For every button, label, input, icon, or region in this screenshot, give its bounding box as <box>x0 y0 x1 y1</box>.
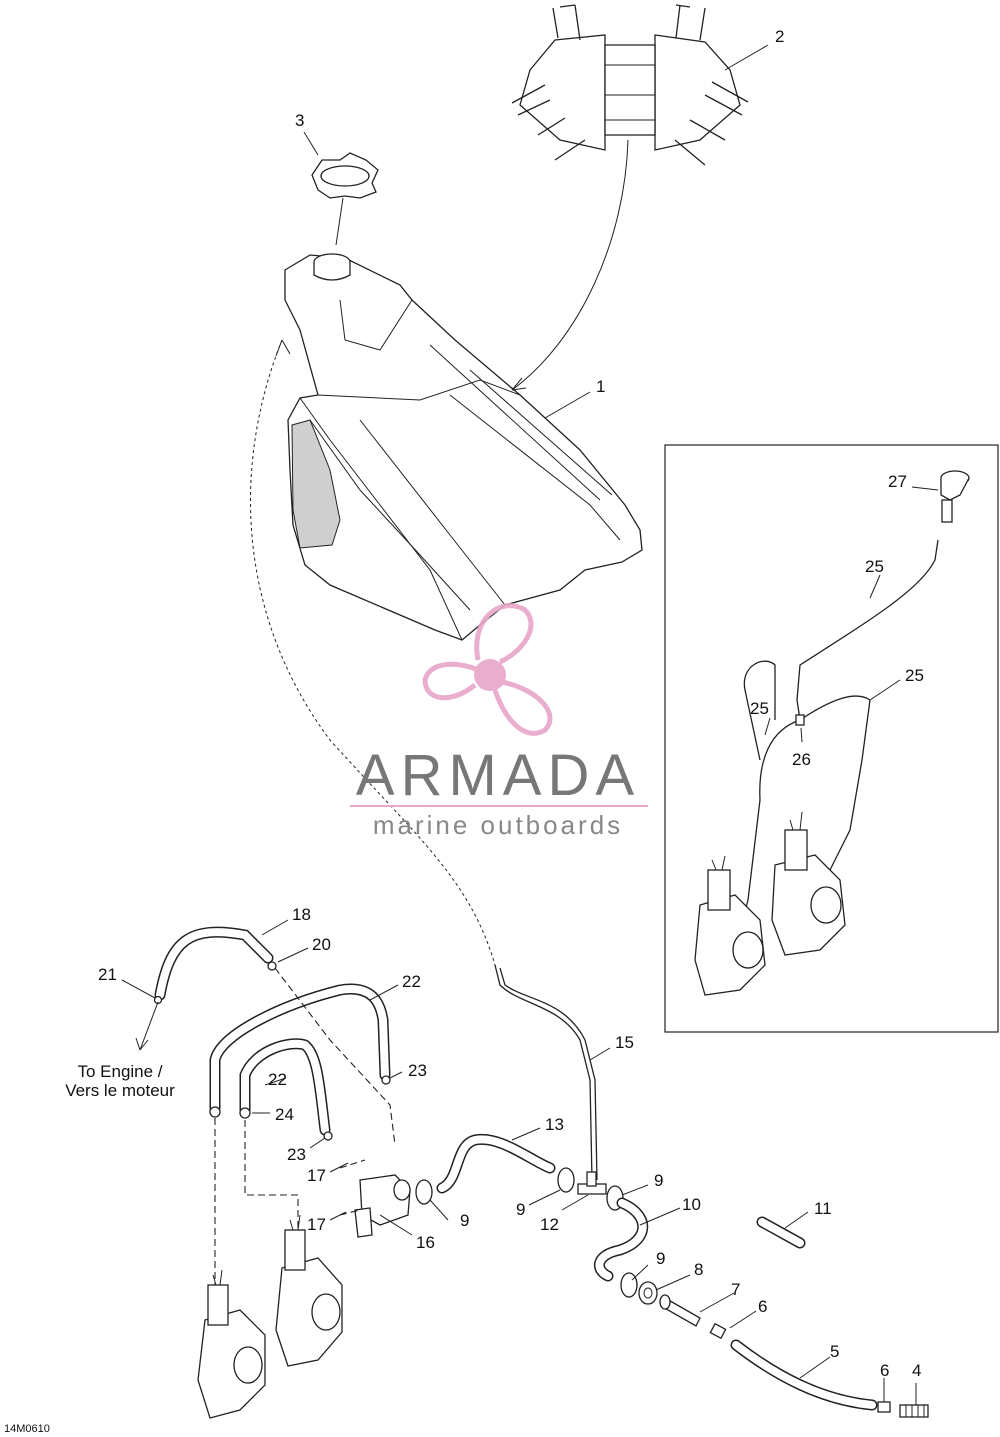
part-9-clamp-pump <box>415 1179 433 1205</box>
callout-25-left: 25 <box>750 699 769 718</box>
callout-23-lower: 23 <box>287 1145 306 1164</box>
part-8-grommet-hole <box>643 1287 653 1299</box>
part-22-hose-inner <box>239 1038 331 1136</box>
part-9-clamp-left <box>557 1167 575 1193</box>
part-16-fuel-pump <box>354 1174 411 1238</box>
to-engine-arrow <box>135 1001 159 1051</box>
part-15-hose-edge <box>499 967 598 1181</box>
callout-2: 2 <box>775 27 784 46</box>
callout-9-pump: 9 <box>460 1211 469 1230</box>
callout-22-inner: 22 <box>268 1070 287 1089</box>
callout-10: 10 <box>682 1195 701 1214</box>
part-20-fitting <box>267 961 277 971</box>
part-11-hose-piece <box>756 1216 806 1249</box>
watermark-tagline: marine outboards <box>373 810 623 840</box>
part-25-vent-tube-left <box>739 719 801 931</box>
callout-25-top: 25 <box>865 557 884 576</box>
part-3-tank-cap <box>311 152 379 246</box>
callout-24: 24 <box>275 1105 294 1124</box>
part-4-fuel-filter <box>899 1404 929 1418</box>
callout-7: 7 <box>731 1280 740 1299</box>
callout-21: 21 <box>98 965 117 984</box>
watermark-brand: ARMADA <box>356 743 640 808</box>
part-24-fitting-right <box>239 1107 251 1119</box>
callout-9-left: 9 <box>516 1200 525 1219</box>
diagram-code: 14M0610 <box>4 1423 50 1435</box>
carburetor-left <box>197 1269 266 1419</box>
part-17-screw-upper <box>339 1159 366 1169</box>
part-6-clamp-upper <box>709 1322 727 1340</box>
part-2-tank-bracket <box>511 4 749 166</box>
callout-6-upper: 6 <box>758 1297 767 1316</box>
callout-16: 16 <box>416 1233 435 1252</box>
inset-carburetor-left <box>694 855 766 996</box>
callout-22-outer: 22 <box>402 972 421 991</box>
bracket-to-tank-arrow <box>511 139 629 391</box>
armada-watermark: ARMADA marine outboards <box>350 603 648 840</box>
callout-9-right: 9 <box>654 1171 663 1190</box>
inset-alternate-routing <box>664 444 999 1033</box>
routing-dash-pump <box>274 967 396 1146</box>
part-24-fitting-left <box>209 1106 221 1118</box>
part-21-fitting <box>153 995 163 1005</box>
part-22-hose-outer <box>209 983 391 1114</box>
propeller-logo <box>422 603 553 736</box>
callout-18: 18 <box>292 905 311 924</box>
callout-20: 20 <box>312 935 331 954</box>
callout-5: 5 <box>830 1342 839 1361</box>
callout-26: 26 <box>792 750 811 769</box>
callout-25-right: 25 <box>905 666 924 685</box>
part-25-vent-tube-loop <box>743 660 776 761</box>
leader-lines <box>121 44 939 1405</box>
callout-11: 11 <box>814 1199 832 1218</box>
part-18-hose <box>154 926 274 1001</box>
part-15-hose <box>494 964 593 1181</box>
callout-23-upper: 23 <box>408 1061 427 1080</box>
part-5-hose <box>730 1339 878 1411</box>
carburetor-right <box>275 1214 343 1367</box>
part-1-fuel-tank <box>284 253 643 641</box>
part-13-hose <box>436 1133 556 1194</box>
callout-4: 4 <box>912 1361 921 1380</box>
callout-8: 8 <box>694 1260 703 1279</box>
callout-6-lower: 6 <box>880 1361 889 1380</box>
part-6-clamp-lower <box>877 1401 891 1413</box>
callout-15: 15 <box>615 1033 634 1052</box>
callout-17-lower: 17 <box>307 1215 326 1234</box>
part-9-clamp-lower <box>620 1272 638 1298</box>
part-23-clamp-lower <box>323 1131 333 1141</box>
inset-carburetor-right <box>771 811 846 956</box>
part-8-grommet <box>638 1281 658 1305</box>
callout-3: 3 <box>295 111 304 130</box>
callout-27: 27 <box>888 472 907 491</box>
part-27-vent-valve <box>940 470 970 523</box>
vent-line-arrowhead <box>275 339 291 357</box>
part-10-hose <box>594 1197 649 1282</box>
part-23-clamp-upper <box>381 1075 391 1085</box>
callout-1: 1 <box>596 377 605 396</box>
callout-17-upper: 17 <box>307 1166 326 1185</box>
callout-12: 12 <box>540 1215 559 1234</box>
bracket-to-tank-arrowhead <box>511 377 527 391</box>
to-engine-note-line1: To Engine / <box>77 1062 162 1081</box>
part-12-tee-fitting <box>577 1171 607 1195</box>
routing-dash-right <box>244 1120 299 1240</box>
part-26-tee-fitting <box>795 714 805 726</box>
callout-13: 13 <box>545 1115 564 1134</box>
part-25-vent-tube-right <box>799 695 871 871</box>
to-engine-note-line2: Vers le moteur <box>65 1081 175 1100</box>
part-7-fuel-pickup-fitting <box>659 1294 701 1327</box>
part-25-vent-tube-upper <box>796 539 939 721</box>
callout-9-lower: 9 <box>656 1249 665 1268</box>
part-17-screw-lower <box>339 1209 361 1216</box>
